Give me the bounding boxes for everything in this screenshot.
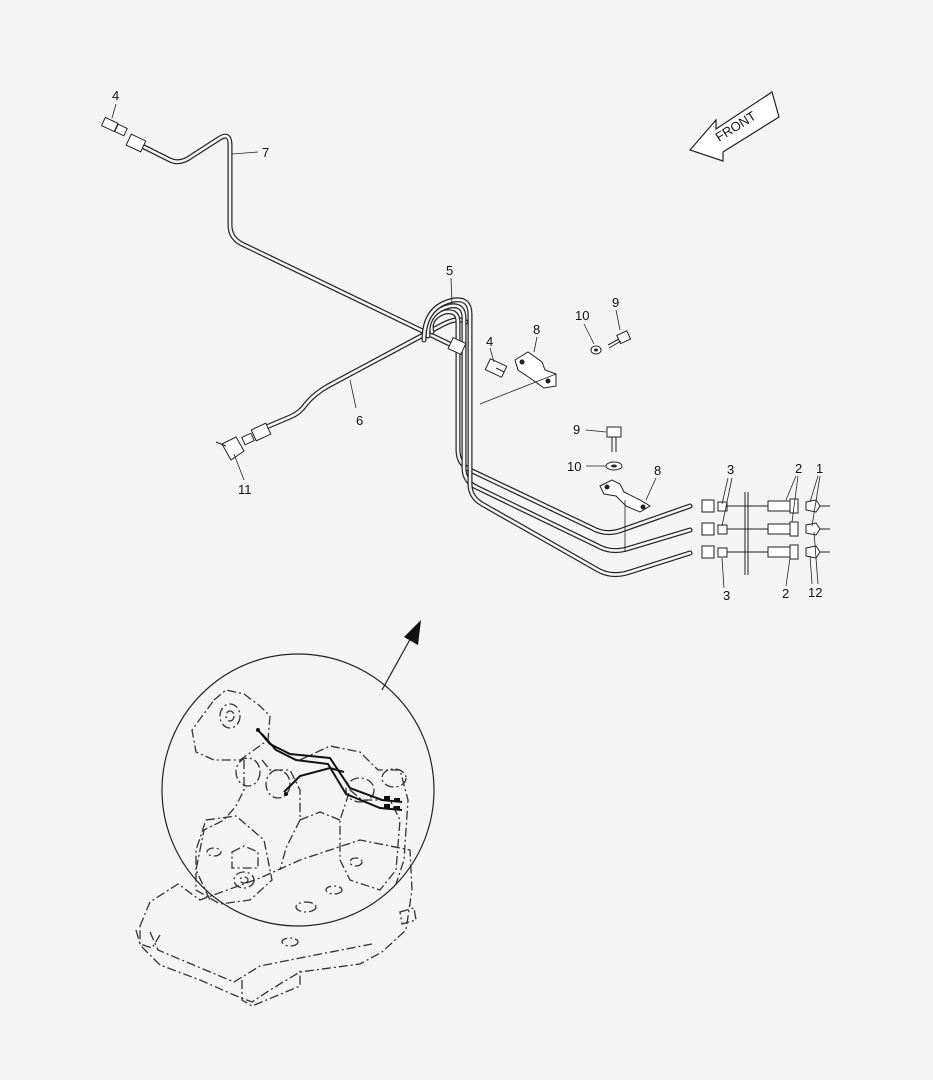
pipe-6 — [261, 317, 469, 431]
locator-arrow — [381, 620, 421, 691]
callout-11: 11 — [238, 482, 252, 497]
callout-12: 12 — [808, 585, 822, 600]
callout-5: 5 — [446, 263, 453, 278]
elbow-11 — [215, 422, 272, 461]
leader-lines — [111, 103, 821, 589]
callout-8-lower: 8 — [654, 463, 661, 478]
fitting-junction — [447, 336, 508, 378]
fitting-4-upper — [100, 116, 147, 153]
washer-10-upper — [590, 345, 602, 355]
washer-10-lower — [605, 461, 623, 471]
bolt-9-upper — [607, 330, 632, 349]
bulkhead-unions — [701, 492, 768, 575]
callout-7: 7 — [262, 145, 269, 160]
callout-3-upper: 3 — [727, 462, 734, 477]
callout-6: 6 — [356, 413, 363, 428]
callout-9-lower: 9 — [573, 422, 580, 437]
clamp-8-lower — [599, 479, 651, 513]
callout-4-middle: 4 — [486, 334, 493, 349]
pipe-bundle-5 — [421, 297, 693, 578]
callout-2-lower: 2 — [782, 586, 789, 601]
caps-1-12 — [805, 499, 830, 559]
callout-2-upper: 2 — [795, 461, 802, 476]
callout-10-lower: 10 — [567, 459, 581, 474]
callout-4-upper: 4 — [112, 88, 119, 103]
callout-3-lower: 3 — [723, 588, 730, 603]
machine-overview — [135, 653, 435, 1007]
callout-8-upper: 8 — [533, 322, 540, 337]
callout-1: 1 — [816, 461, 823, 476]
pipe-7 — [139, 133, 465, 353]
clamp-8-upper — [514, 351, 557, 389]
callout-10-upper: 10 — [575, 308, 589, 323]
callout-labels: 4 7 5 4 8 10 9 6 11 9 10 8 3 2 1 3 2 12 — [112, 88, 823, 603]
bolt-9-lower — [606, 426, 622, 452]
callout-9-upper: 9 — [612, 295, 619, 310]
front-direction-arrow: FRONT — [688, 91, 780, 162]
